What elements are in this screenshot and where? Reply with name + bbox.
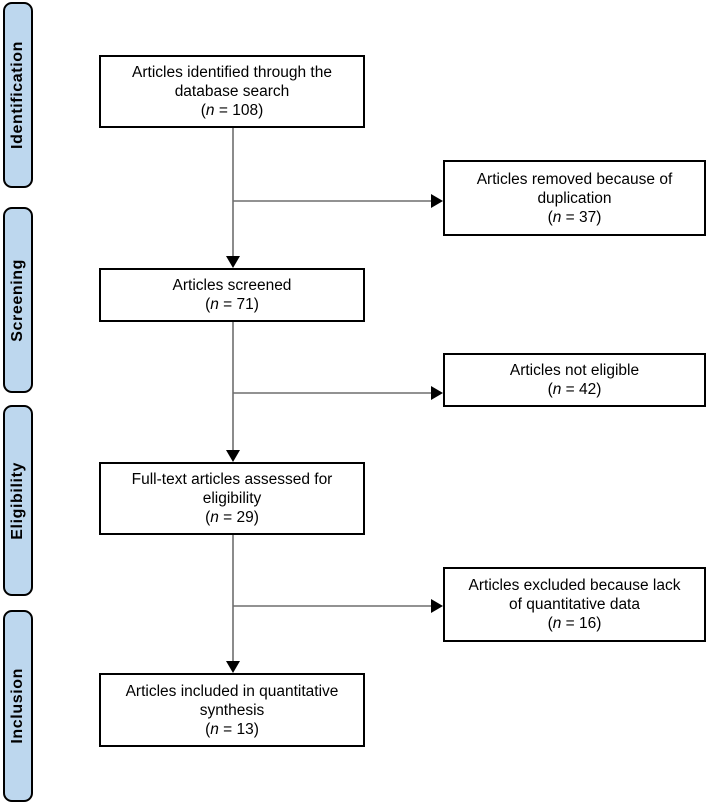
arrowhead-down-icon (226, 661, 240, 673)
box-not-eligible: Articles not eligible (n = 42) (443, 353, 706, 407)
box-count: (n = 71) (205, 296, 259, 313)
box-text-line: Full-text articles assessed for (131, 471, 333, 488)
box-articles-screened: Articles screened (n = 71) (99, 268, 365, 322)
arrowhead-down-icon (226, 450, 240, 462)
arrowhead-right-icon (431, 194, 443, 208)
box-articles-identified: Articles identified through the database… (99, 55, 365, 128)
box-count: (n = 42) (547, 381, 602, 398)
stage-eligibility: Eligibility (3, 405, 33, 596)
box-text-line: Articles identified through the (132, 64, 332, 81)
box-count: (n = 13) (205, 720, 259, 738)
box-count: (n = 16) (547, 615, 602, 632)
box-excluded-quantitative: Articles excluded because lack of quanti… (443, 567, 706, 642)
arrowhead-right-icon (431, 599, 443, 613)
box-text-line: eligibility (202, 490, 262, 507)
box-text-line: Articles screened (172, 277, 292, 294)
box-fulltext-assessed: Full-text articles assessed for eligibil… (99, 462, 365, 535)
box-text-line: Articles not eligible (509, 362, 640, 379)
box-articles-included: Articles included in quantitative synthe… (99, 673, 365, 747)
box-text-line: Articles removed because of (476, 170, 673, 188)
box-removed-duplication: Articles removed because of duplication … (443, 160, 706, 236)
stage-screening: Screening (3, 207, 33, 393)
arrowhead-right-icon (431, 386, 443, 400)
box-count: (n = 29) (205, 509, 259, 526)
stage-label: Identification (9, 41, 26, 149)
box-text-line: duplication (537, 189, 612, 207)
stage-label: Screening (9, 258, 26, 342)
stage-identification: Identification (3, 2, 33, 188)
box-text-line: Articles excluded because lack (468, 577, 681, 594)
box-count: (n = 108) (200, 102, 264, 119)
arrowhead-down-icon (226, 256, 240, 268)
stage-inclusion: Inclusion (3, 610, 33, 802)
box-text-line: Articles included in quantitative (125, 682, 339, 700)
stage-label: Eligibility (9, 461, 26, 540)
box-text-line: database search (174, 83, 290, 100)
stage-label: Inclusion (9, 668, 26, 744)
box-count: (n = 37) (547, 208, 602, 226)
box-text-line: of quantitative data (509, 596, 640, 613)
box-text-line: synthesis (199, 701, 265, 719)
